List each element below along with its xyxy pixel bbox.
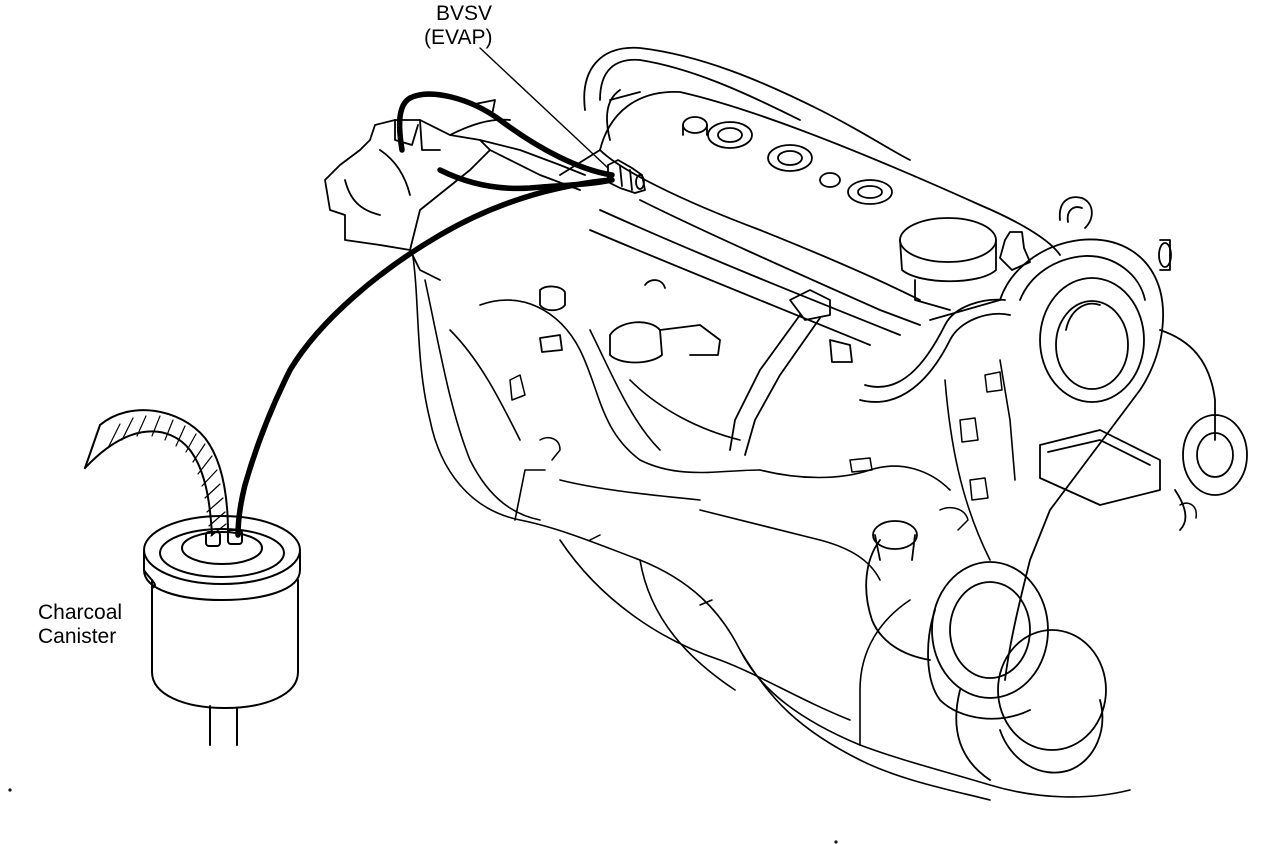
charcoal-canister-label: Charcoal Canister xyxy=(38,601,122,649)
canister-label-line1: Charcoal xyxy=(38,601,123,624)
bvsv-leader-line xyxy=(479,47,609,169)
hose-bvsv-to-throttle xyxy=(396,91,615,178)
bvsv-label: BVSV (EVAP) xyxy=(424,2,493,50)
charcoal-canister xyxy=(143,515,301,746)
bvsv-label-line2: (EVAP) xyxy=(424,26,493,49)
valve-cover xyxy=(559,46,1093,346)
bvsv-valve xyxy=(607,159,646,194)
throttle-body xyxy=(324,99,1011,456)
air-hose xyxy=(84,409,229,537)
engine-block xyxy=(411,249,1131,801)
stray-dots xyxy=(8,788,838,844)
bvsv-label-line1: BVSV xyxy=(436,2,493,25)
vacuum-hoses xyxy=(235,91,615,538)
canister-label-line2: Canister xyxy=(38,625,117,648)
crank-pulley xyxy=(865,520,1107,781)
engine-details xyxy=(509,371,1197,606)
hose-bvsv-to-canister xyxy=(235,177,613,538)
timing-belt-cover xyxy=(999,238,1248,681)
